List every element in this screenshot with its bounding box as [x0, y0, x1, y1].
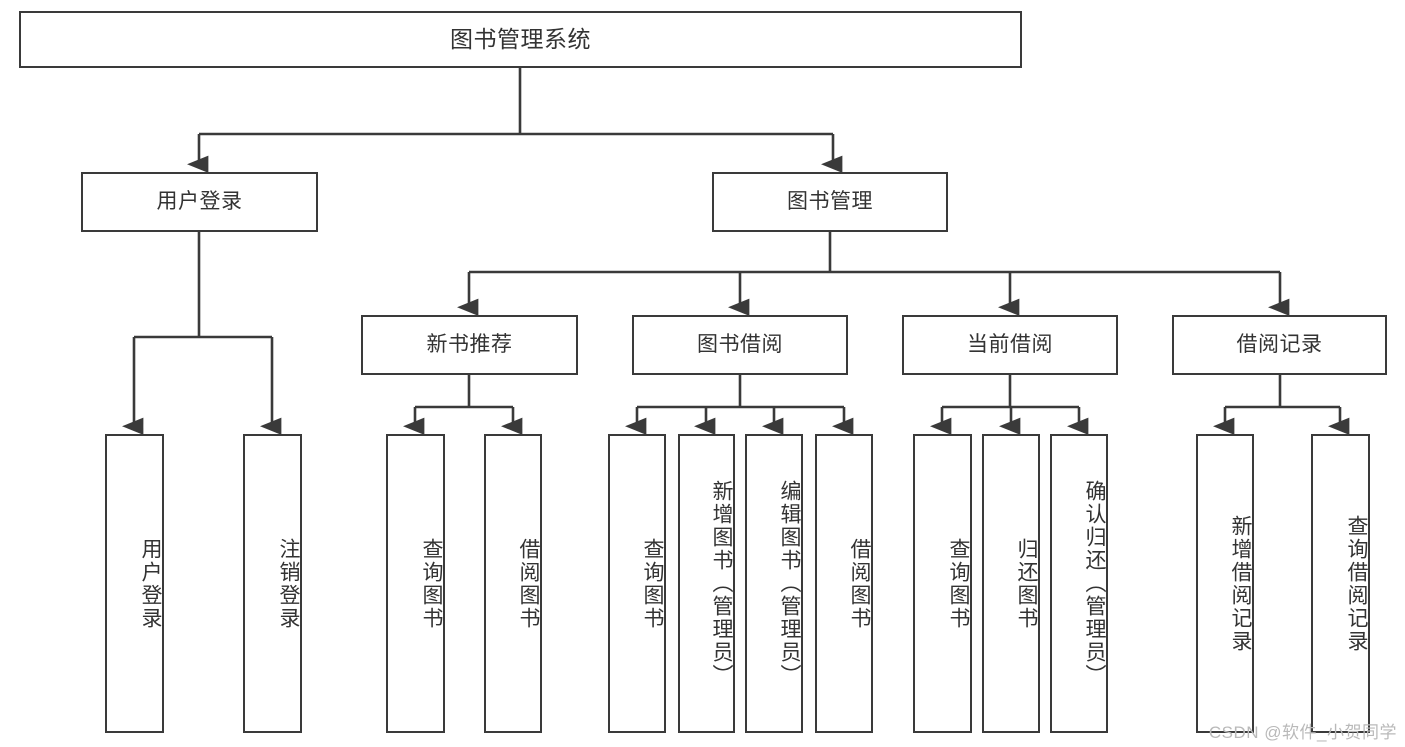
watermark: CSDN @软件_小贺同学	[1208, 723, 1397, 742]
node-root-label: 图书管理系统	[450, 26, 591, 53]
leaf-return-book[interactable]: 归还图书	[982, 434, 1040, 733]
leaf-query-borrow-record[interactable]: 查询借阅记录	[1311, 434, 1370, 733]
leaf-logout-login[interactable]: 注销登录	[243, 434, 302, 733]
leaf-query-book-3-label: 查询图书	[947, 537, 970, 630]
leaf-borrow-book-1-label: 借阅图书	[517, 537, 540, 630]
leaf-borrow-book-2-label: 借阅图书	[848, 537, 871, 630]
leaf-borrow-book-1[interactable]: 借阅图书	[484, 434, 542, 733]
leaf-confirm-return[interactable]: 确认归还（管理员）	[1050, 434, 1108, 733]
leaf-logout-login-label: 注销登录	[277, 537, 300, 630]
node-current-borrow[interactable]: 当前借阅	[902, 315, 1118, 375]
leaf-edit-book[interactable]: 编辑图书（管理员）	[745, 434, 803, 733]
node-book-management-label: 图书管理	[787, 189, 873, 213]
node-book-borrow[interactable]: 图书借阅	[632, 315, 848, 375]
leaf-query-book-2-label: 查询图书	[641, 537, 664, 630]
leaf-add-borrow-record-label: 新增借阅记录	[1229, 514, 1252, 653]
leaf-query-book-3[interactable]: 查询图书	[913, 434, 972, 733]
leaf-user-login-label: 用户登录	[139, 537, 162, 630]
leaf-user-login[interactable]: 用户登录	[105, 434, 164, 733]
node-borrow-record-label: 借阅记录	[1236, 332, 1323, 356]
node-borrow-record[interactable]: 借阅记录	[1172, 315, 1387, 375]
node-book-borrow-label: 图书借阅	[697, 332, 783, 356]
node-book-management[interactable]: 图书管理	[712, 172, 948, 232]
leaf-query-book-1[interactable]: 查询图书	[386, 434, 445, 733]
leaf-edit-book-label: 编辑图书（管理员）	[778, 480, 801, 687]
leaf-borrow-book-2[interactable]: 借阅图书	[815, 434, 873, 733]
node-user-login-label: 用户登录	[156, 189, 243, 213]
leaf-add-book-label: 新增图书（管理员）	[710, 480, 733, 687]
node-user-login[interactable]: 用户登录	[81, 172, 318, 232]
node-new-book-recommend-label: 新书推荐	[426, 332, 513, 356]
node-new-book-recommend[interactable]: 新书推荐	[361, 315, 578, 375]
node-root-system[interactable]: 图书管理系统	[19, 11, 1022, 68]
leaf-add-book[interactable]: 新增图书（管理员）	[678, 434, 735, 733]
leaf-add-borrow-record[interactable]: 新增借阅记录	[1196, 434, 1254, 733]
leaf-confirm-return-label: 确认归还（管理员）	[1083, 480, 1106, 687]
leaf-query-borrow-record-label: 查询借阅记录	[1345, 514, 1368, 653]
node-current-borrow-label: 当前借阅	[967, 332, 1053, 356]
leaf-return-book-label: 归还图书	[1015, 537, 1038, 630]
leaf-query-book-1-label: 查询图书	[420, 537, 443, 630]
leaf-query-book-2[interactable]: 查询图书	[608, 434, 666, 733]
